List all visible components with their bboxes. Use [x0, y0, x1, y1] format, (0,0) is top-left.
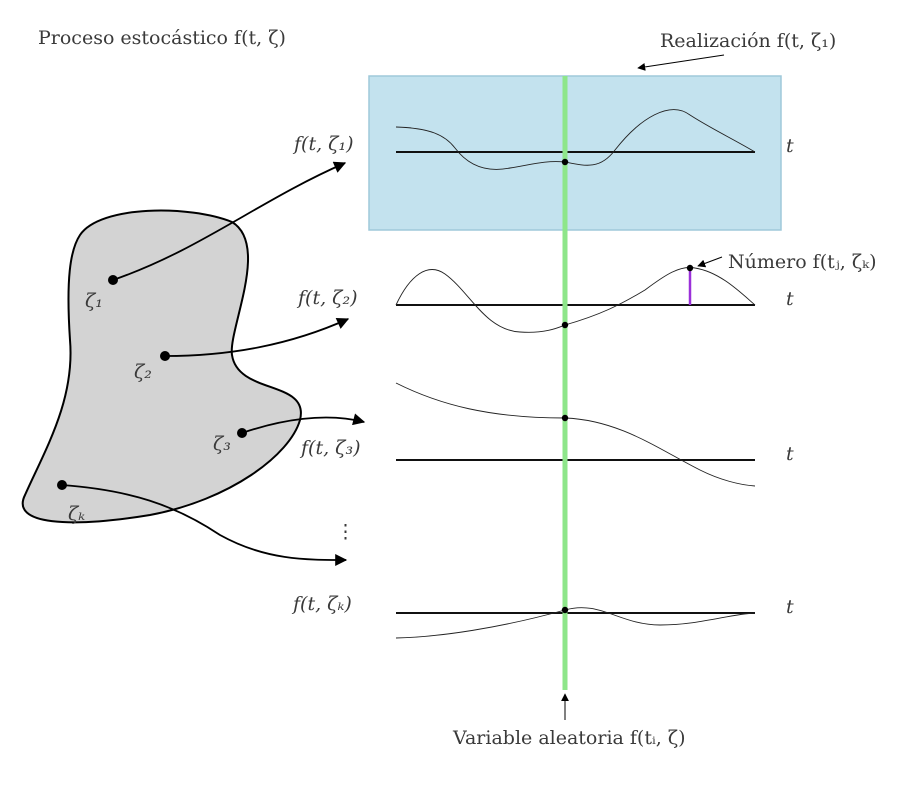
sample-function-3	[395, 382, 756, 487]
sample-space-region	[21, 209, 302, 524]
time-symbol-k: t	[786, 596, 794, 618]
realization-pointer-arrow	[637, 54, 725, 71]
sample-function-k	[395, 607, 756, 639]
outcome-symbol-2: ζ₂	[134, 361, 152, 383]
diagram-title: Proceso estocástico f(t, ζ)	[38, 27, 286, 49]
intersection-point-1	[561, 158, 569, 166]
mapping-arrow-1	[112, 161, 347, 281]
time-symbol-1: t	[786, 135, 794, 157]
random-variable-label: Variable aleatoria f(tᵢ, ζ)	[452, 727, 686, 749]
sample-function-2	[395, 267, 756, 333]
vertical-ellipsis: ⋮	[336, 521, 355, 543]
outcome-symbol-1: ζ₁	[85, 290, 103, 312]
time-symbol-3: t	[786, 443, 794, 465]
mapping-arrow-2	[164, 317, 350, 357]
intersection-point-k	[561, 606, 569, 614]
number-point	[686, 264, 694, 272]
realization-label: Realización f(t, ζ₁)	[660, 30, 836, 52]
outcome-point-k	[57, 480, 67, 490]
outcome-symbol-k: ζₖ	[68, 503, 85, 525]
number-pointer-arrow	[697, 256, 723, 268]
intersection-point-2	[561, 321, 569, 329]
outcome-symbol-3: ζ₃	[213, 433, 231, 455]
function-label-1: f(t, ζ₁)	[292, 133, 354, 155]
intersection-point-3	[561, 414, 569, 422]
mapping-arrow-3	[241, 413, 366, 434]
function-label-2: f(t, ζ₂)	[296, 287, 358, 309]
mapping-arrow-k	[61, 484, 348, 566]
time-symbol-2: t	[786, 288, 794, 310]
outcome-point-2	[160, 351, 170, 361]
outcome-point-3	[237, 428, 247, 438]
number-label: Número f(tⱼ, ζₖ)	[728, 251, 877, 273]
outcome-point-1	[108, 275, 118, 285]
function-label-3: f(t, ζ₃)	[299, 437, 361, 459]
function-label-k: f(t, ζₖ)	[291, 593, 352, 615]
